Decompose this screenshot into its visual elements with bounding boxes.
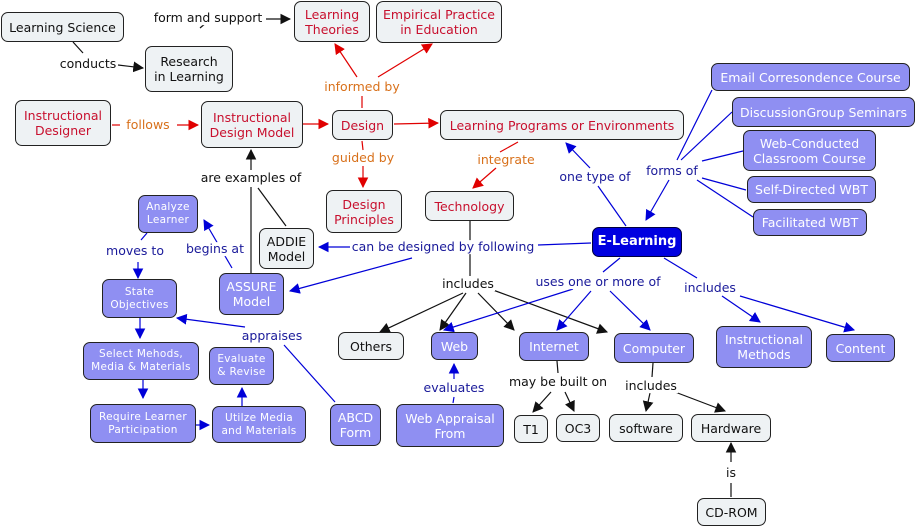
node-computer[interactable]: Computer	[614, 333, 694, 363]
node-design[interactable]: Design	[332, 110, 393, 140]
link-label-informed-by: informed by	[323, 79, 401, 95]
link-line	[556, 360, 559, 374]
node-hardware[interactable]: Hardware	[691, 414, 771, 442]
link-line	[442, 288, 574, 333]
link-line	[117, 61, 145, 73]
link-label-conducts: conducts	[58, 56, 118, 72]
link-label-can-be-designed-by-following: can be designed by following	[350, 239, 536, 255]
link-line	[283, 344, 336, 403]
link-label-includes-technology: includes	[441, 276, 495, 292]
link-line	[257, 187, 287, 227]
link-line	[393, 117, 440, 129]
node-learning-programs[interactable]: Learning Programs or Environments	[440, 110, 684, 140]
link-label-evaluates: evaluates	[422, 380, 486, 396]
node-t1[interactable]: T1	[514, 415, 548, 443]
node-require-participation[interactable]: Require Learner Participation	[90, 404, 196, 443]
link-line	[288, 257, 413, 294]
link-line	[499, 141, 519, 153]
node-addie-model[interactable]: ADDIE Model	[259, 228, 314, 269]
link-label-form-and-support: form and support	[152, 10, 264, 26]
link-line	[537, 242, 592, 246]
link-label-follows: follows	[125, 117, 171, 133]
node-web[interactable]: Web	[431, 332, 478, 360]
link-line	[564, 391, 575, 412]
node-assure-model[interactable]: ASSURE Model	[219, 273, 284, 315]
link-line	[565, 142, 591, 169]
link-label-one-type-of: one type of	[558, 169, 632, 185]
node-utilize-media[interactable]: Utilze Media and Materials	[212, 406, 306, 443]
link-label-includes-elearning: includes	[683, 280, 737, 296]
node-internet[interactable]: Internet	[519, 332, 589, 361]
link-label-moves-to: moves to	[105, 243, 165, 259]
node-learning-science[interactable]: Learning Science	[1, 12, 124, 42]
node-cd-rom[interactable]: CD-ROM	[697, 498, 766, 526]
link-line	[532, 391, 552, 413]
link-line	[642, 392, 654, 413]
node-e-learning[interactable]: E-Learning	[592, 227, 682, 257]
link-line	[140, 232, 148, 241]
link-label-begins-at: begins at	[184, 241, 246, 257]
node-instructional-designer[interactable]: Instructional Designer	[15, 100, 111, 146]
link-label-is: is	[725, 465, 737, 481]
link-label-forms-of: forms of	[645, 163, 699, 179]
node-others[interactable]: Others	[338, 332, 404, 360]
link-line	[645, 179, 670, 221]
link-line	[602, 257, 621, 273]
link-line	[680, 111, 733, 161]
node-instructional-methods[interactable]: Instructional Methods	[716, 326, 812, 368]
node-oc3[interactable]: OC3	[556, 414, 600, 442]
node-design-principles[interactable]: Design Principles	[326, 190, 402, 233]
link-label-uses-one-or-more-of: uses one or more of	[534, 274, 662, 290]
link-line	[597, 185, 627, 227]
node-empirical-practice[interactable]: Empirical Practice in Education	[376, 1, 502, 43]
node-content[interactable]: Content	[826, 334, 895, 362]
link-label-includes-computer: includes	[624, 378, 678, 394]
link-line	[701, 150, 744, 162]
link-label-integrate: integrate	[476, 152, 536, 168]
link-label-are-examples-of: are examples of	[199, 170, 303, 186]
link-line	[361, 140, 364, 151]
node-web-conducted[interactable]: Web-Conducted Classroom Course	[743, 130, 876, 171]
link-line	[379, 292, 464, 333]
node-state-objectives[interactable]: State Objectives	[102, 279, 177, 318]
node-evaluate-revise[interactable]: Evaluate & Revise	[209, 347, 274, 385]
link-line	[472, 167, 497, 189]
link-line	[477, 292, 515, 331]
link-line	[452, 396, 455, 404]
link-line	[556, 290, 592, 331]
link-line	[721, 295, 761, 323]
node-software[interactable]: software	[609, 414, 683, 442]
node-research-in-learning[interactable]: Research in Learning	[145, 46, 233, 92]
node-discussion-group[interactable]: DiscussionGroup Seminars	[732, 97, 915, 127]
link-line	[663, 257, 698, 279]
link-line	[72, 41, 84, 54]
link-line	[651, 362, 654, 378]
link-line	[492, 289, 609, 334]
node-learning-theories[interactable]: Learning Theories	[294, 1, 370, 42]
link-line	[609, 290, 651, 331]
link-line	[674, 391, 727, 413]
link-label-may-be-built-on: may be built on	[507, 374, 609, 390]
link-line	[701, 177, 747, 191]
node-analyze-learner[interactable]: Analyze Learner	[138, 195, 198, 233]
link-line	[175, 313, 246, 328]
link-line	[696, 179, 754, 218]
link-line	[334, 43, 358, 78]
link-label-appraises: appraises	[240, 328, 304, 344]
link-line	[739, 295, 856, 333]
node-select-methods[interactable]: Select Mehods, Media & Materials	[83, 342, 199, 380]
link-line	[377, 43, 433, 78]
node-web-appraisal[interactable]: Web Appraisal From	[396, 404, 504, 447]
node-facilitated[interactable]: Facilitated WBT	[753, 209, 867, 236]
link-line	[676, 89, 713, 161]
link-label-guided-by: guided by	[330, 150, 396, 166]
node-abcd-form[interactable]: ABCD Form	[330, 404, 381, 446]
node-email-course[interactable]: Email Corresondence Course	[711, 63, 910, 91]
node-instructional-design-model[interactable]: Instructional Design Model	[201, 101, 303, 148]
node-technology[interactable]: Technology	[425, 191, 514, 221]
node-self-directed[interactable]: Self-Directed WBT	[747, 176, 876, 203]
